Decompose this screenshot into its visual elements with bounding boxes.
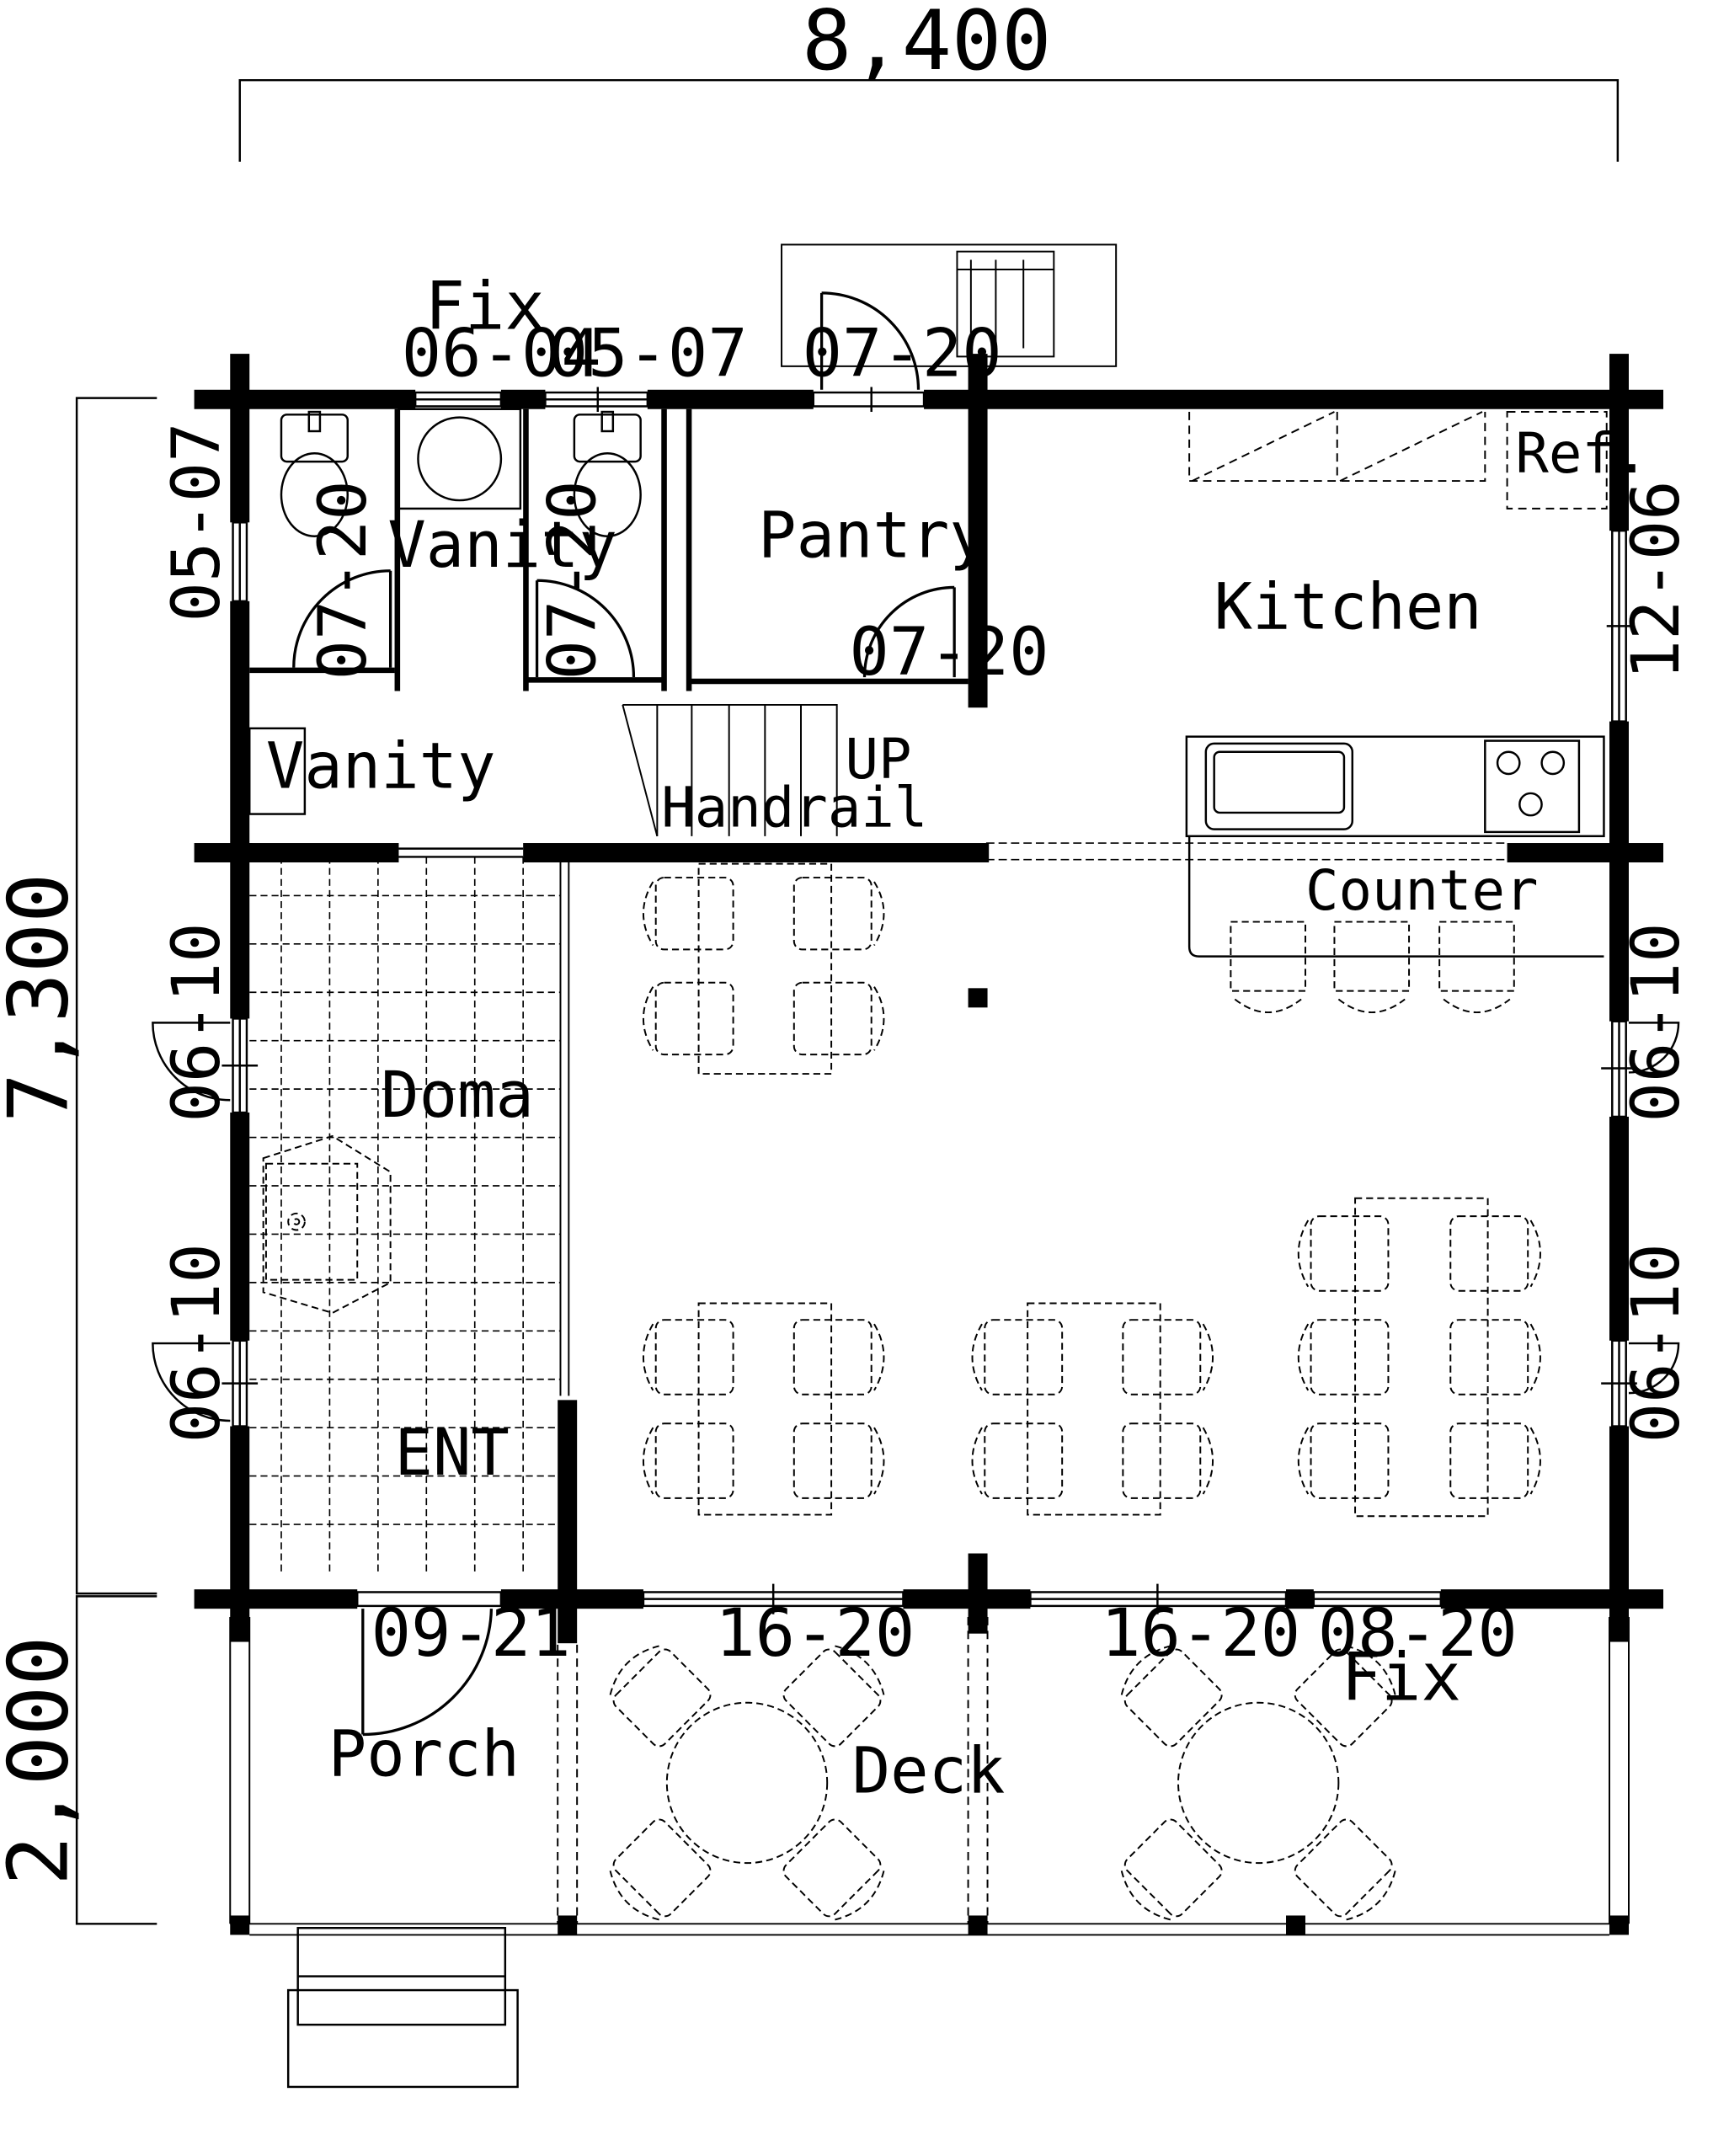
label-door-07-20-rear: 07-20 bbox=[803, 314, 1002, 392]
dimension-depth-deck: 2,000 bbox=[0, 1636, 88, 1885]
kitchen-upper-cabinets bbox=[1188, 411, 1486, 483]
label-window-16-20-a: 16-20 bbox=[715, 1594, 915, 1672]
deck-outline bbox=[229, 1617, 1630, 1936]
label-vanity-lower: Vanity bbox=[266, 728, 496, 803]
label-fix-bottom: Fix bbox=[1342, 1638, 1461, 1716]
label-entrance: ENT bbox=[395, 1416, 510, 1490]
dimension-width: 8,400 bbox=[802, 0, 1051, 89]
rear-landing bbox=[781, 243, 1118, 367]
dining-furniture bbox=[642, 862, 1541, 1518]
windows bbox=[221, 387, 1637, 1614]
label-window-06-10-right-lower: 06-10 bbox=[1617, 1243, 1694, 1443]
doma-tile-grid bbox=[249, 857, 561, 1576]
label-window-12-06: 12-06 bbox=[1617, 480, 1694, 680]
counter-stools bbox=[1230, 921, 1515, 1014]
label-porch: Porch bbox=[328, 1717, 520, 1791]
label-kitchen: Kitchen bbox=[1214, 570, 1482, 644]
label-doma: Doma bbox=[381, 1058, 534, 1132]
kitchen-counter bbox=[985, 735, 1605, 958]
walls bbox=[194, 354, 1664, 1935]
label-ref: Ref. bbox=[1515, 422, 1648, 486]
staircase bbox=[622, 703, 838, 837]
label-stairs-up: UP bbox=[846, 728, 912, 792]
doma-step-edge bbox=[559, 857, 570, 1396]
toilet-1-icon bbox=[280, 410, 349, 537]
toilet-2-icon bbox=[573, 410, 642, 537]
label-window-05-07-left: 05-07 bbox=[157, 422, 235, 622]
doors bbox=[292, 291, 956, 1737]
label-window-06-10-right-upper: 06-10 bbox=[1617, 922, 1694, 1122]
label-deck: Deck bbox=[852, 1733, 1006, 1807]
label-window-06-10-left-upper: 06-10 bbox=[157, 922, 235, 1122]
label-window-05-07-top: 05-07 bbox=[548, 314, 748, 392]
label-counter: Counter bbox=[1305, 859, 1539, 923]
label-door-07-20-wc2: 07-20 bbox=[534, 480, 611, 680]
partitions bbox=[246, 408, 969, 862]
label-handrail: Handrail bbox=[661, 776, 927, 840]
label-window-06-10-left-lower: 06-10 bbox=[157, 1243, 235, 1443]
label-window-08-20: 08-20 bbox=[1318, 1594, 1518, 1672]
front-steps bbox=[286, 1927, 519, 2089]
dimension-lines bbox=[75, 78, 1620, 1925]
label-fix-top: Fix bbox=[425, 268, 545, 345]
label-door-07-20-pantry: 07-20 bbox=[849, 613, 1049, 691]
refrigerator bbox=[1506, 411, 1608, 510]
label-window-06-04: 06-04 bbox=[402, 314, 601, 392]
label-door-09-21: 09-21 bbox=[371, 1594, 571, 1672]
deck-table-left bbox=[609, 1645, 885, 1921]
label-window-16-20-b: 16-20 bbox=[1101, 1594, 1300, 1672]
wood-stove bbox=[262, 1134, 392, 1315]
deck-table-right bbox=[1120, 1645, 1396, 1921]
label-pantry: Pantry bbox=[758, 498, 988, 572]
dimension-depth-main: 7,300 bbox=[0, 873, 88, 1123]
casement-swings bbox=[152, 1022, 1680, 1422]
label-door-07-20-wc1: 07-20 bbox=[304, 480, 382, 680]
label-vanity-upper: Vanity bbox=[387, 508, 617, 582]
